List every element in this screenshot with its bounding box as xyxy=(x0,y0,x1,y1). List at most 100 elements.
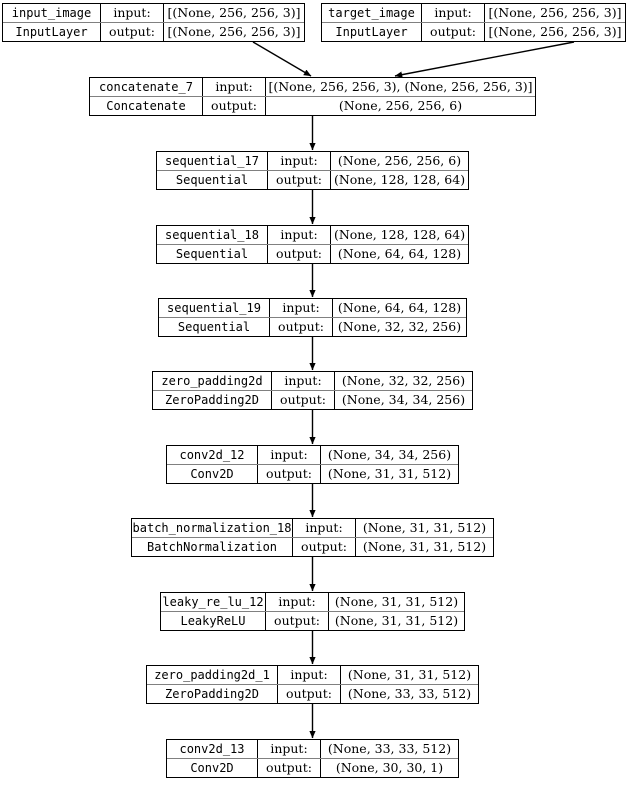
node-layer-type: ZeroPadding2D xyxy=(153,391,272,409)
node-output-shape: [(None, 256, 256, 3)] xyxy=(167,23,301,39)
node-layer-type: BatchNormalization xyxy=(132,538,293,556)
node-layer-type: Sequential xyxy=(157,171,268,189)
node-output-label: output: xyxy=(270,318,333,336)
node-input-label: input: xyxy=(101,4,164,22)
node-input-label: input: xyxy=(258,446,321,464)
node-layer-type: ZeroPadding2D xyxy=(147,685,278,703)
node-output-shape: (None, 31, 31, 512) xyxy=(334,612,459,628)
node-output-label: output: xyxy=(422,23,485,41)
node-output-label: output: xyxy=(293,538,356,556)
node-input-shape: (None, 256, 256, 6) xyxy=(337,152,462,168)
node-input-shape: (None, 31, 31, 512) xyxy=(334,593,459,609)
node-input-label: input: xyxy=(293,519,356,537)
node-layer-name: concatenate_7 xyxy=(90,78,203,96)
node-layer-name: zero_padding2d xyxy=(153,372,272,390)
edge-input_image-to-concatenate_7 xyxy=(252,41,312,77)
node-input-shape: (None, 128, 128, 64) xyxy=(333,226,466,242)
node-layer-name: sequential_18 xyxy=(157,226,268,244)
node-output-label: output: xyxy=(268,171,331,189)
node-output-label: output: xyxy=(203,97,266,115)
node-layer-type: InputLayer xyxy=(322,23,422,41)
node-input-label: input: xyxy=(278,666,341,684)
node-layer-name: sequential_19 xyxy=(159,299,270,317)
node-output-label: output: xyxy=(268,245,331,263)
node-input-label: input: xyxy=(203,78,266,96)
node-input-shape: (None, 64, 64, 128) xyxy=(337,299,462,315)
node-layer-name: target_image xyxy=(322,4,422,22)
node-layer-name: leaky_re_lu_12 xyxy=(161,593,266,611)
node-input-shape: (None, 32, 32, 256) xyxy=(341,372,466,388)
node-input-label: input: xyxy=(268,226,331,244)
node-layer-type: Sequential xyxy=(157,245,268,263)
node-output-shape: (None, 32, 32, 256) xyxy=(337,318,462,334)
node-output-shape: (None, 256, 256, 6) xyxy=(338,97,463,113)
node-input-shape: (None, 33, 33, 512) xyxy=(327,740,452,756)
node-output-shape: [(None, 256, 256, 3)] xyxy=(488,23,622,39)
node-output-shape: (None, 34, 34, 256) xyxy=(341,391,466,407)
node-output-label: output: xyxy=(258,759,321,777)
node-input-label: input: xyxy=(266,593,329,611)
node-layer-name: sequential_17 xyxy=(157,152,268,170)
node-output-shape: (None, 30, 30, 1) xyxy=(335,759,444,775)
node-layer-name: batch_normalization_18 xyxy=(132,519,293,537)
node-input-label: input: xyxy=(258,740,321,758)
node-input-label: input: xyxy=(270,299,333,317)
node-layer-name: conv2d_12 xyxy=(167,446,258,464)
node-output-label: output: xyxy=(266,612,329,630)
node-input-label: input: xyxy=(272,372,335,390)
node-layer-type: Concatenate xyxy=(90,97,203,115)
node-output-shape: (None, 31, 31, 512) xyxy=(327,465,452,481)
edge-target_image-to-concatenate_7 xyxy=(394,41,575,78)
node-layer-type: Conv2D xyxy=(167,759,258,777)
node-output-shape: (None, 33, 33, 512) xyxy=(347,685,472,701)
node-output-label: output: xyxy=(278,685,341,703)
node-output-label: output: xyxy=(258,465,321,483)
node-layer-type: Conv2D xyxy=(167,465,258,483)
node-layer-type: Sequential xyxy=(159,318,270,336)
node-input-label: input: xyxy=(268,152,331,170)
node-layer-name: zero_padding2d_1 xyxy=(147,666,278,684)
node-input-shape: [(None, 256, 256, 3)] xyxy=(167,4,301,20)
node-layer-name: input_image xyxy=(3,4,101,22)
node-output-shape: (None, 128, 128, 64) xyxy=(333,171,466,187)
node-input-shape: (None, 31, 31, 512) xyxy=(347,666,472,682)
node-output-shape: (None, 31, 31, 512) xyxy=(362,538,487,554)
node-input-shape: [(None, 256, 256, 3), (None, 256, 256, 3… xyxy=(268,78,533,94)
node-input-label: input: xyxy=(422,4,485,22)
node-layer-name: conv2d_13 xyxy=(167,740,258,758)
node-input-shape: [(None, 256, 256, 3)] xyxy=(488,4,622,20)
